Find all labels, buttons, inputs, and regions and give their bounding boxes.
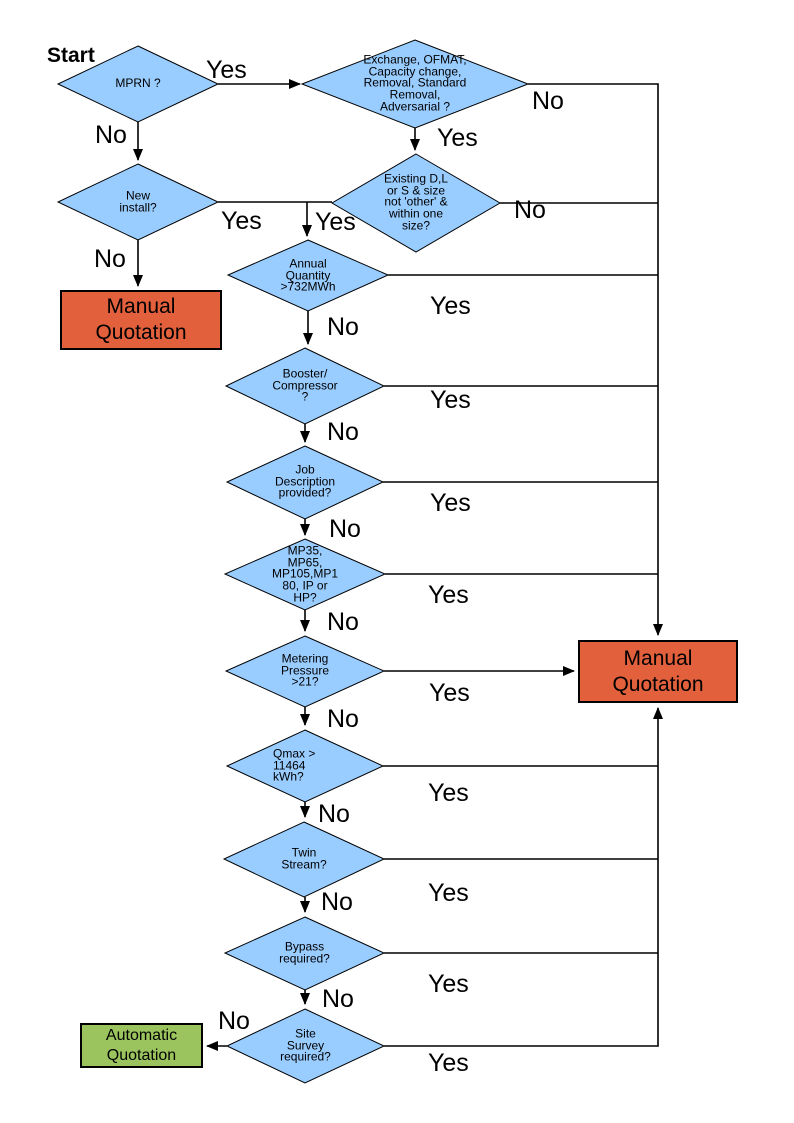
edge-label-metering-no: No [327, 705, 359, 733]
edge-label-metering-yes: Yes [429, 679, 470, 707]
edge-label-bypass-yes: Yes [428, 970, 469, 998]
connector-site-yes-to-manual [384, 707, 663, 1047]
edge-label-annual-yes: Yes [430, 292, 471, 320]
decision-booster-label: Booster/ Compressor ? [272, 366, 338, 404]
decision-qmax-shape [225, 729, 385, 803]
edge-label-bypass-no: No [322, 985, 354, 1013]
decision-pressure-tier-shape [223, 538, 387, 611]
edge-label-qmax-no: No [318, 800, 350, 828]
edge-label-mprn-yes: Yes [206, 56, 247, 84]
edge-label-booster-yes: Yes [430, 386, 471, 414]
connector-exchange-no-to-manual [528, 83, 663, 636]
decision-site-survey-label: Site Survey required? [280, 1026, 331, 1064]
decision-new-install-label: New install? [119, 188, 157, 214]
decision-job-description-label: Job Description provided? [274, 462, 336, 500]
edge-label-exchange-no: No [532, 87, 564, 115]
start-label: Start [47, 44, 95, 67]
edge-label-mprn-no: No [95, 121, 127, 149]
decision-mprn-shape [56, 45, 220, 123]
edge-label-qmax-yes: Yes [428, 779, 469, 807]
decision-exchange-label: Exchange, OFMAT, Capacity change, Remova… [363, 52, 467, 114]
edge-label-annual-no: No [327, 313, 359, 341]
edge-label-twin-yes: Yes [428, 879, 469, 907]
decision-metering-pressure-label: Metering Pressure >21? [280, 651, 330, 689]
decision-twin-stream-label: Twin Stream? [281, 845, 327, 871]
terminal-automatic-quotation-label: Automatic Quotation [105, 1026, 178, 1064]
decision-annual-quantity-label: Annual Quantity >732MWh [280, 256, 336, 294]
edge-label-job-no: No [329, 515, 361, 543]
decision-metering-pressure-shape [224, 635, 386, 708]
decision-pressure-tier-label: MP35, MP65, MP105,MP1 80, IP or HP? [271, 543, 339, 605]
terminal-manual-quotation-right-label: Manual Quotation [612, 646, 704, 696]
decision-twin-stream-shape [222, 821, 386, 898]
edge-label-site-yes: Yes [428, 1049, 469, 1077]
edge-label-site-no: No [218, 1007, 250, 1035]
decision-bypass-shape [223, 916, 386, 991]
terminal-manual-quotation-left-label: Manual Quotation [95, 295, 187, 344]
edge-label-existing-no: No [514, 196, 546, 224]
terminal-automatic-quotation: Automatic Quotation [80, 1023, 203, 1068]
decision-exchange-shape [300, 39, 530, 129]
edge-label-booster-no: No [327, 418, 359, 446]
terminal-manual-quotation-left: Manual Quotation [60, 290, 222, 350]
decision-job-description-shape [225, 445, 385, 520]
edge-label-new-install-no: No [94, 245, 126, 273]
edge-label-pressure-tier-yes: Yes [428, 581, 469, 609]
decision-qmax-label: Qmax > 11464 kWh? [273, 746, 316, 784]
decision-bypass-label: Bypass required? [279, 939, 330, 965]
edge-label-twin-no: No [321, 888, 353, 916]
edge-label-job-yes: Yes [430, 489, 471, 517]
decision-annual-quantity-shape [226, 239, 390, 312]
decision-existing-size-shape [331, 153, 501, 253]
decision-new-install-shape [56, 163, 220, 241]
decision-site-survey-shape [225, 1008, 386, 1084]
decision-mprn-label: MPRN ? [115, 76, 161, 91]
edge-label-existing-yes: Yes [315, 208, 356, 236]
edge-label-new-install-yes: Yes [221, 207, 262, 235]
edge-label-exchange-yes: Yes [437, 124, 478, 152]
decision-booster-shape [224, 347, 386, 425]
edge-label-pressure-tier-no: No [327, 608, 359, 636]
terminal-manual-quotation-right: Manual Quotation [578, 640, 738, 703]
decision-existing-size-label: Existing D,L or S & size not 'other' & w… [383, 171, 449, 233]
